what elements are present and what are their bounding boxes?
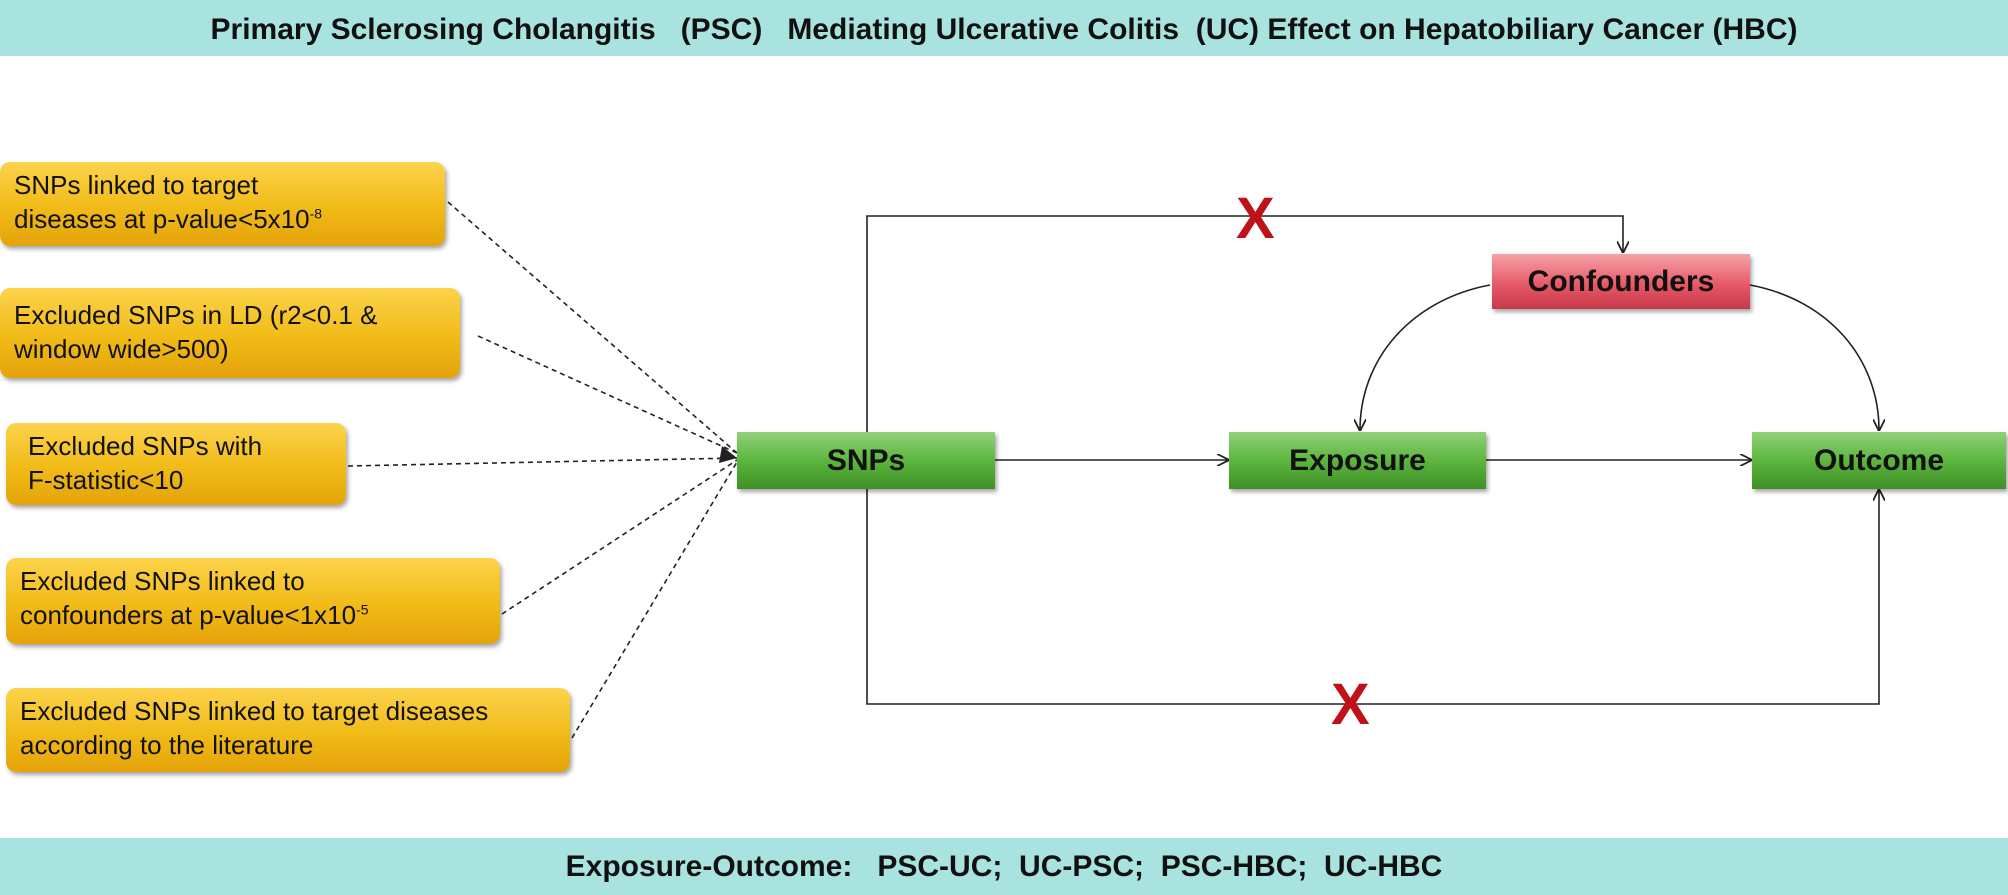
blocked-path-x-bottom: X [1331,672,1370,737]
criteria-box-1: SNPs linked to target diseases at p-valu… [0,162,445,246]
dashed-link-5 [571,461,738,739]
criteria-1-line1: SNPs linked to target [14,170,259,200]
snps-node: SNPs [737,432,995,489]
dashed-link-4 [501,459,738,615]
confounders-to-exposure-curve [1360,284,1491,430]
criteria-2-line2: window wide>500) [14,334,229,364]
criteria-box-2: Excluded SNPs in LD (r2<0.1 & window wid… [0,288,460,378]
diagram-title: Primary Sclerosing Cholangitis (PSC) Med… [0,0,2008,56]
criteria-3-line2: F-statistic<10 [28,465,184,495]
dashed-link-3 [347,457,738,467]
criteria-4-line2: confounders at p-value<1x10-5 [20,600,369,630]
criteria-box-4: Excluded SNPs linked to confounders at p… [6,558,500,644]
criteria-1-line2: diseases at p-value<5x10-8 [14,204,323,234]
criteria-2-line1: Excluded SNPs in LD (r2<0.1 & [14,300,378,330]
confounders-to-outcome-curve [1749,284,1879,430]
criteria-box-5: Excluded SNPs linked to target diseases … [6,688,570,772]
blocked-path-x-top: X [1236,186,1275,251]
outcome-node: Outcome [1752,432,2006,489]
snps-to-confounders-path [866,215,1623,432]
exposure-node: Exposure [1229,432,1486,489]
snps-to-outcome-path [866,488,1879,705]
criteria-5-line2: according to the literature [20,730,314,760]
criteria-5-line1: Excluded SNPs linked to target diseases [20,696,489,726]
confounders-node: Confounders [1492,254,1750,309]
criteria-box-3: Excluded SNPs with F-statistic<10 [6,423,346,505]
dashed-link-2 [477,335,738,454]
dashed-arrowhead [719,446,737,463]
dashed-link-1 [447,201,738,454]
criteria-4-exponent: -5 [356,601,369,618]
criteria-3-line1: Excluded SNPs with [28,431,263,461]
exposure-outcome-footer: Exposure-Outcome: PSC-UC; UC-PSC; PSC-HB… [0,838,2008,895]
criteria-1-exponent: -8 [309,205,323,222]
criteria-4-line1: Excluded SNPs linked to [20,566,305,596]
